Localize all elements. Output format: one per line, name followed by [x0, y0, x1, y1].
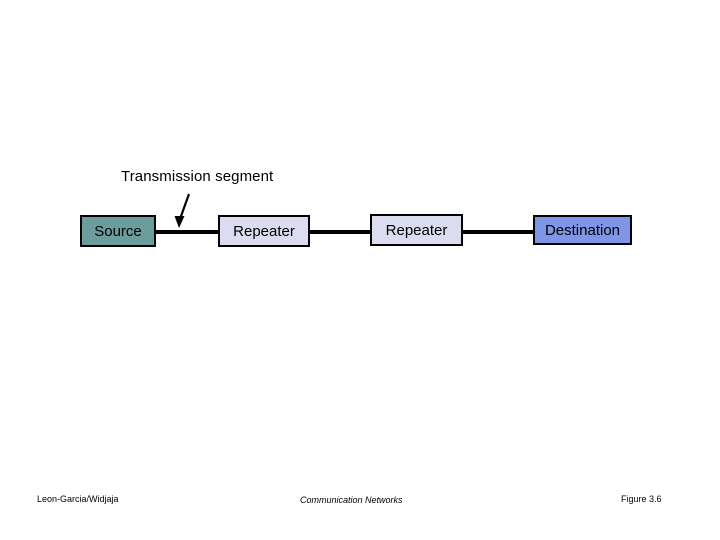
- node-destination[interactable]: Destination: [533, 215, 632, 245]
- link-repeater2-destination: [461, 230, 535, 234]
- node-repeater-2[interactable]: Repeater: [370, 214, 463, 246]
- link-repeater1-repeater2: [308, 230, 372, 234]
- link-source-repeater1: [154, 230, 220, 234]
- node-repeater-1[interactable]: Repeater: [218, 215, 310, 247]
- node-repeater-2-label: Repeater: [385, 221, 448, 239]
- footer-authors: Leon-Garcia/Widjaja: [37, 494, 119, 504]
- node-source[interactable]: Source: [80, 215, 156, 247]
- node-source-label: Source: [94, 222, 142, 240]
- footer-figure-number: Figure 3.6: [621, 494, 662, 504]
- node-destination-label: Destination: [544, 221, 621, 239]
- down-left-arrow-icon: [166, 190, 200, 232]
- transmission-segment-label: Transmission segment: [121, 168, 274, 185]
- node-repeater-1-label: Repeater: [233, 222, 295, 240]
- footer-book-title: Communication Networks: [300, 495, 403, 505]
